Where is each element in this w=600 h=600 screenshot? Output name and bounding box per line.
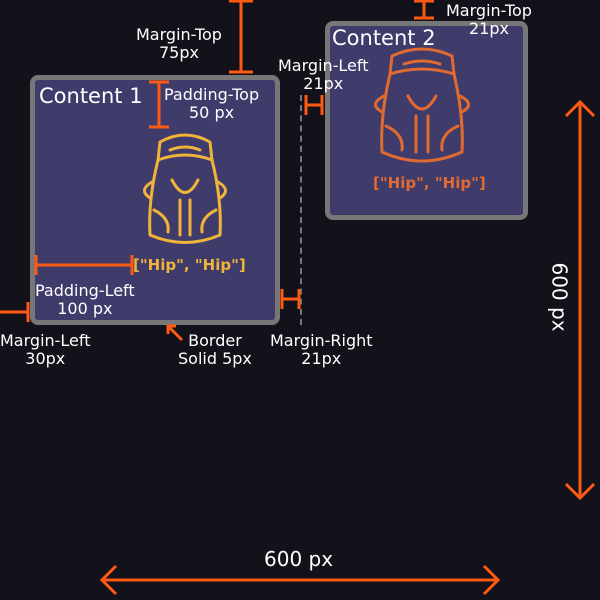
content-1-title: Content 1 — [39, 84, 143, 108]
padding-left-label: Padding-Left 100 px — [35, 281, 135, 318]
content-2-title: Content 2 — [332, 26, 436, 50]
content-box-1: Content 1 — [30, 75, 280, 325]
height-label: 600 px — [547, 262, 572, 332]
margin-top-1-label: Margin-Top 75px — [136, 25, 222, 62]
border-label: Border Solid 5px — [178, 331, 252, 368]
margin-left-2-label: Margin-Left 21px — [278, 56, 369, 93]
backpack-icon — [374, 47, 470, 163]
padding-top-label: Padding-Top 50 px — [164, 85, 260, 122]
margin-left-1-label: Margin-Left 30px — [0, 331, 91, 368]
box2-label: ["Hip", "Hip"] — [373, 174, 486, 192]
margin-right-label: Margin-Right 21px — [270, 331, 373, 368]
margin-divider-line — [300, 95, 302, 325]
width-label: 600 px — [264, 547, 334, 571]
box1-label: ["Hip", "Hip"] — [133, 256, 246, 274]
backpack-icon — [143, 133, 227, 244]
margin-top-2-label: Margin-Top 21px — [446, 1, 532, 38]
